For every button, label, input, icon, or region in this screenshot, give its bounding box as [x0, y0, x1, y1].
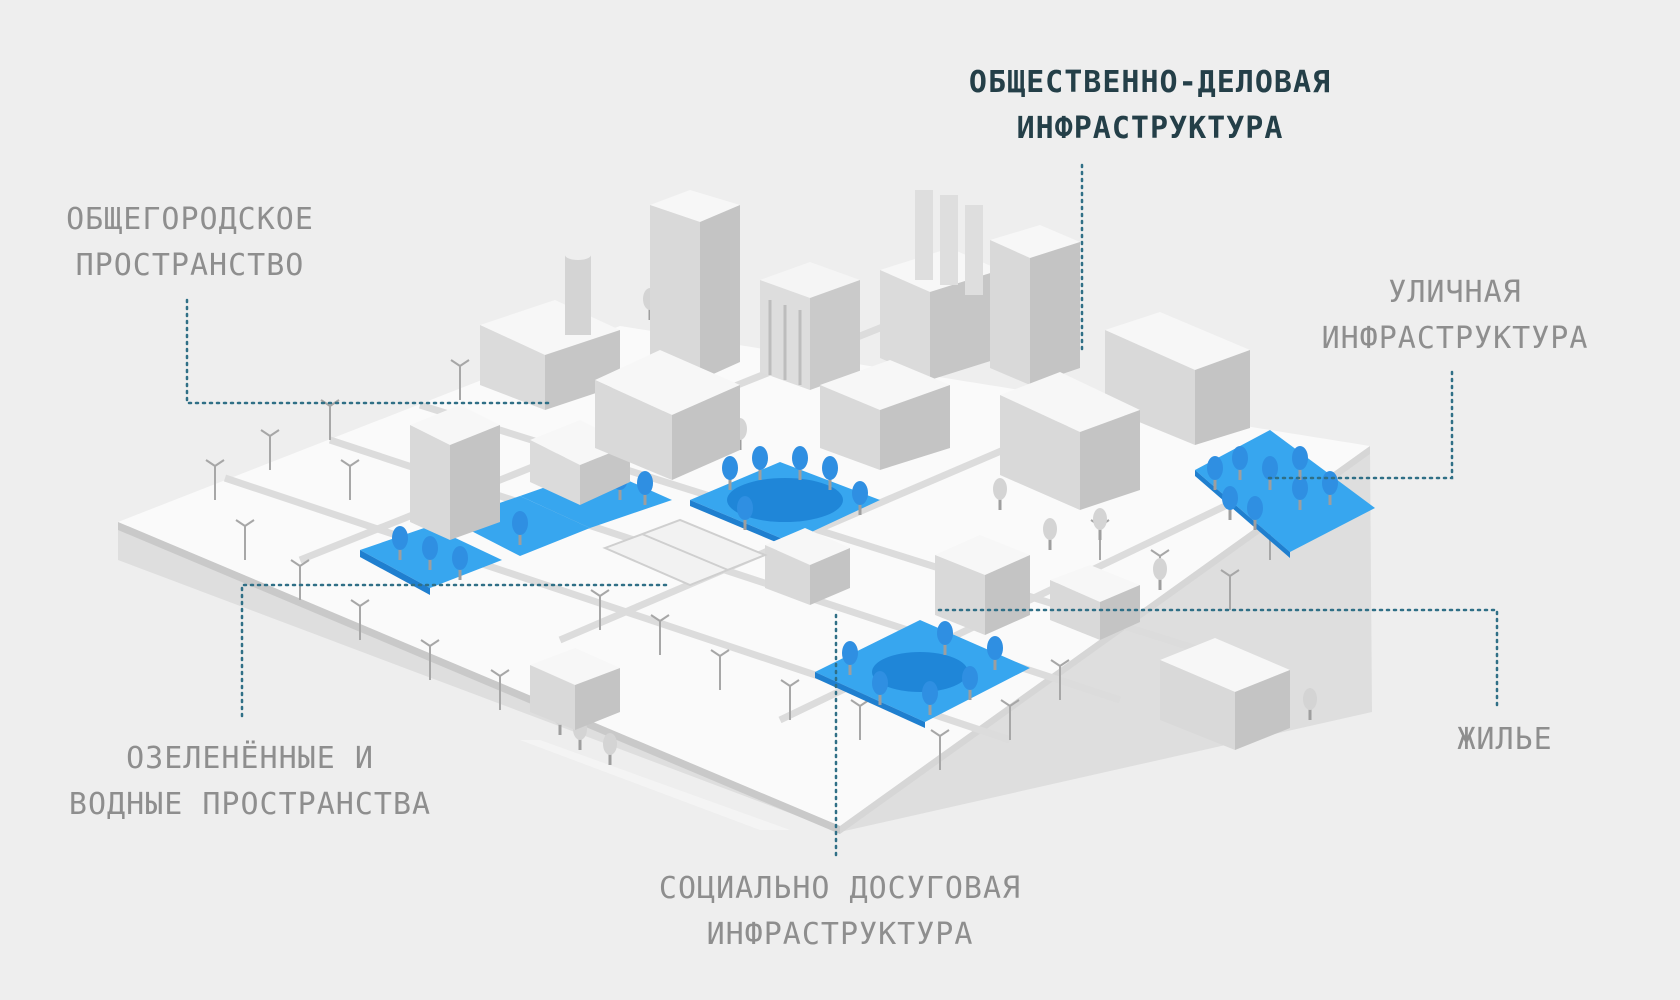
- label-citywide-line2: ПРОСТРАНСТВО: [75, 248, 305, 283]
- buildings: [410, 190, 1290, 750]
- label-business-line2: ИНФРАСТРУКТУРА: [1016, 111, 1284, 146]
- block-far-right-front: [1160, 638, 1290, 750]
- label-street-line2: ИНФРАСТРУКТУРА: [1321, 321, 1589, 356]
- classic-building: [760, 262, 860, 390]
- label-social-line2: ИНФРАСТРУКТУРА: [706, 917, 974, 952]
- block-foreground-mid: [765, 528, 850, 605]
- label-street-infrastructure: УЛИЧНАЯ ИНФРАСТРУКТУРА: [1290, 270, 1620, 362]
- block-center-right: [820, 360, 950, 470]
- leader-line-green: [240, 583, 672, 718]
- label-business-line1: ОБЩЕСТВЕННО-ДЕЛОВАЯ: [968, 65, 1332, 100]
- leader-lines: [185, 163, 1499, 857]
- label-housing: ЖИЛЬЕ: [1420, 717, 1590, 763]
- factory-right: [880, 190, 1000, 380]
- label-social-leisure-infrastructure: СОЦИАЛЬНО ДОСУГОВАЯ ИНФРАСТРУКТУРА: [600, 866, 1080, 958]
- leader-line-housing: [933, 608, 1499, 707]
- label-citywide-space: ОБЩЕГОРОДСКОЕ ПРОСТРАНСТВО: [30, 197, 350, 289]
- leader-line-street: [1263, 370, 1454, 480]
- sports-field: [602, 518, 768, 587]
- label-street-line1: УЛИЧНАЯ: [1388, 275, 1522, 310]
- tower-back-center: [650, 190, 740, 380]
- block-center-large: [595, 350, 740, 480]
- label-citywide-line1: ОБЩЕГОРОДСКОЕ: [66, 202, 314, 237]
- leader-line-citywide: [185, 298, 550, 405]
- label-social-line1: СОЦИАЛЬНО ДОСУГОВАЯ: [658, 871, 1022, 906]
- block-left-low: [530, 420, 630, 505]
- block-foreground-center: [935, 535, 1030, 635]
- tower-left: [410, 405, 500, 540]
- block-right-middle: [1000, 372, 1140, 510]
- tower-right-tall: [990, 225, 1080, 385]
- label-housing-line1: ЖИЛЬЕ: [1457, 722, 1553, 757]
- label-green-line1: ОЗЕЛЕНЁННЫЕ И: [126, 741, 374, 776]
- block-foreground-left: [530, 648, 620, 730]
- label-green-line2: ВОДНЫЕ ПРОСТРАНСТВА: [68, 787, 432, 822]
- label-business-infrastructure: ОБЩЕСТВЕННО-ДЕЛОВАЯ ИНФРАСТРУКТУРА: [850, 60, 1450, 152]
- label-green-water-spaces: ОЗЕЛЕНЁННЫЕ И ВОДНЫЕ ПРОСТРАНСТВА: [30, 736, 470, 828]
